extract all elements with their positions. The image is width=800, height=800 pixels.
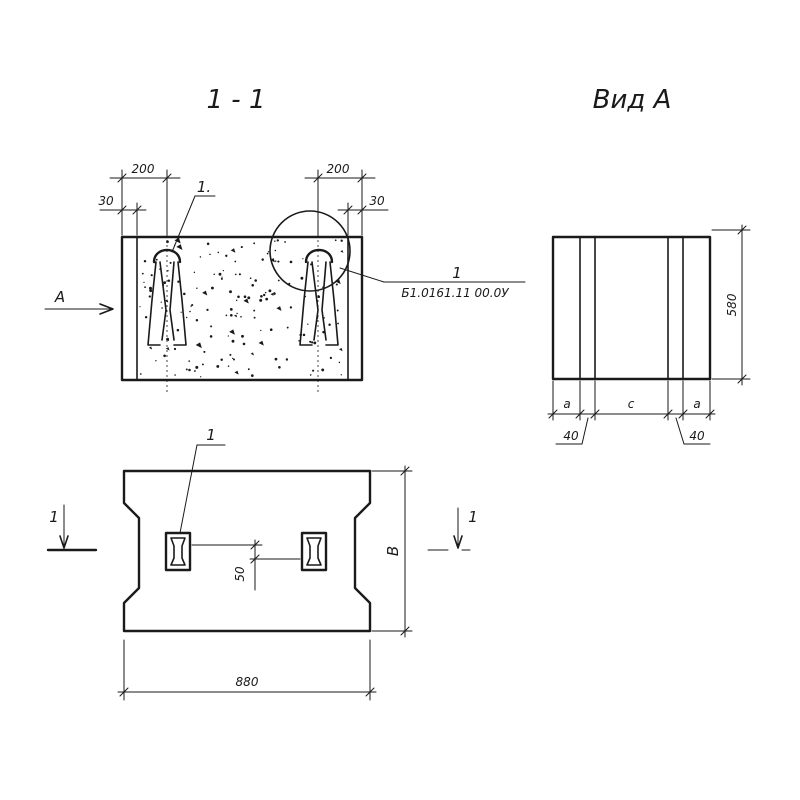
callout-left-label: 1. xyxy=(197,178,211,196)
side-view-outline xyxy=(551,235,712,381)
dim-left-30: 30 xyxy=(98,194,114,208)
side-40-left-leader xyxy=(581,417,589,445)
socket-left xyxy=(164,531,192,572)
plan-callout-label: 1 xyxy=(206,426,216,444)
cut-marker-right-head xyxy=(453,535,463,549)
dim-right-top xyxy=(304,169,389,236)
detail-circle xyxy=(269,210,351,292)
side-dim-40-right: 40 xyxy=(689,429,705,443)
callout-right-label: 1 xyxy=(452,264,462,282)
side-dim-40-left: 40 xyxy=(563,429,579,443)
plan-dim-b: B xyxy=(384,546,402,556)
side-dim-c: c xyxy=(628,397,635,411)
view-direction-label: A xyxy=(54,288,65,306)
lifting-loop-left xyxy=(147,248,187,346)
plan-view: 1 50 B 880 1 1 xyxy=(46,426,478,701)
plan-dim-880: 880 xyxy=(236,675,259,689)
side-dim-580: 580 xyxy=(725,293,739,316)
view-direction-arrow-head xyxy=(99,303,114,315)
socket-right xyxy=(300,531,328,572)
plan-dim-50: 50 xyxy=(233,566,247,582)
view-title: Вид А xyxy=(593,85,672,115)
cut-marker-right-label: 1 xyxy=(468,508,478,526)
side-dim-a-right: a xyxy=(693,397,700,411)
dim-left-top xyxy=(99,169,181,236)
lifting-loop-right xyxy=(299,248,339,346)
side-dim-a-left: a xyxy=(563,397,570,411)
section-block: 200 30 200 30 1. 1 Б1.0161.11 00.0У A xyxy=(44,162,526,395)
side-40-right-leader xyxy=(675,417,685,445)
dim-left-200: 200 xyxy=(132,162,155,176)
side-view: 580 a c a 40 40 xyxy=(547,224,751,445)
callout-right-code: Б1.0161.11 00.0У xyxy=(401,286,509,300)
callout-right-leader xyxy=(339,267,385,283)
plan-block-outline xyxy=(122,469,372,633)
callout-left-leader xyxy=(171,195,196,253)
section-block-outline xyxy=(120,235,364,382)
cut-marker-left-label: 1 xyxy=(49,508,59,526)
cut-marker-left-head xyxy=(59,535,69,549)
dim-right-30: 30 xyxy=(369,194,385,208)
plan-callout-leader xyxy=(179,444,198,534)
section-title: 1 - 1 xyxy=(207,85,266,115)
dim-right-200: 200 xyxy=(327,162,350,176)
